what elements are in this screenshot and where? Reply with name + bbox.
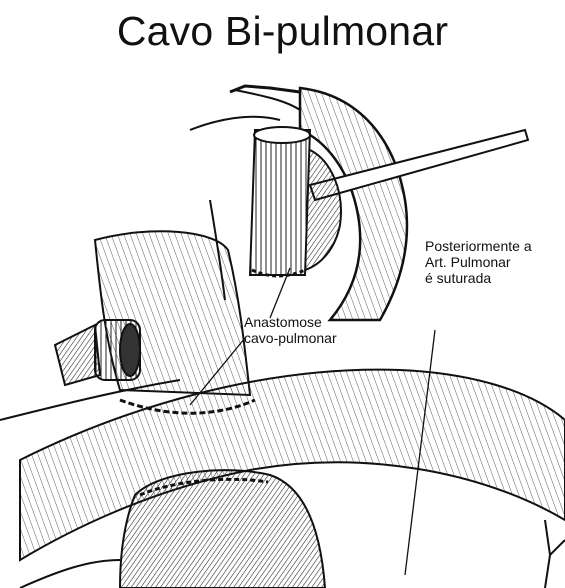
edge-mark <box>545 520 565 588</box>
label-posterior-line1: Posteriormente a <box>425 238 532 254</box>
label-posterior-suture: Posteriormente a Art. Pulmonar é suturad… <box>425 238 532 286</box>
label-anastomose-line2: cavo-pulmonar <box>244 330 337 346</box>
label-anastomose: Anastomose cavo-pulmonar <box>244 314 337 346</box>
label-posterior-line3: é suturada <box>425 270 532 286</box>
label-anastomose-line1: Anastomose <box>244 314 337 330</box>
label-posterior-line2: Art. Pulmonar <box>425 254 532 270</box>
vascular-clamp <box>55 320 140 385</box>
